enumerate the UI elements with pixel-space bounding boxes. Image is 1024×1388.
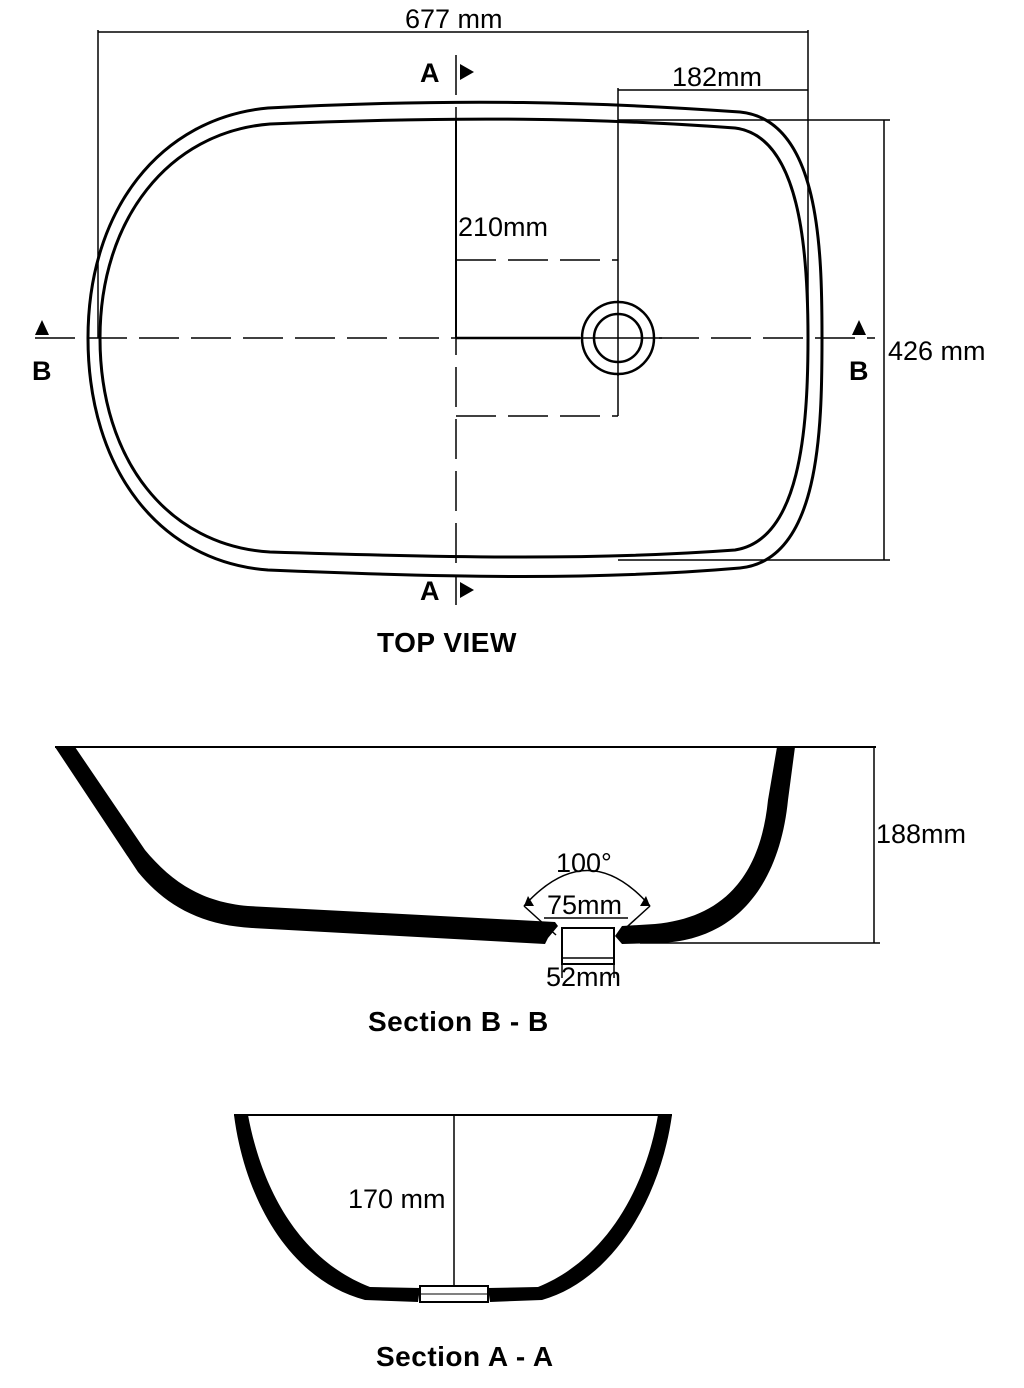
dim-170-label: 170 mm: [348, 1184, 446, 1214]
top-view: 677 mm 182mm 210mm 426 mm A A B B TOP VI…: [32, 4, 986, 658]
basin-wall-aa-left: [234, 1115, 420, 1302]
section-b-arrow-left: [35, 320, 49, 335]
dim-426-label: 426 mm: [888, 336, 986, 366]
section-a-arrow-bottom: [460, 582, 474, 598]
dim-677-label: 677 mm: [405, 4, 503, 34]
section-a-label-top: A: [420, 58, 440, 88]
basin-wall-aa-right: [488, 1115, 672, 1302]
section-a-label-bottom: A: [420, 576, 440, 606]
basin-wall-bb-right: [615, 747, 795, 944]
section-b-label-left: B: [32, 356, 52, 386]
section-b-arrow-right: [852, 320, 866, 335]
dim-angle-label: 100°: [556, 848, 612, 878]
section-b-label-right: B: [849, 356, 869, 386]
dim-188-label: 188mm: [876, 819, 966, 849]
section-b-b: 188mm 100° 75mm 52mm Section B - B: [55, 746, 966, 1037]
section-a-a: 170 mm Section A - A: [234, 1114, 672, 1372]
basin-wall-bb: [55, 747, 558, 944]
section-a-arrow-top: [460, 64, 474, 80]
dim-52-label: 52mm: [546, 962, 621, 992]
section-aa-title: Section A - A: [376, 1341, 554, 1372]
top-view-title: TOP VIEW: [377, 627, 517, 658]
dim-75-label: 75mm: [547, 890, 622, 920]
dim-182-label: 182mm: [672, 62, 762, 92]
angle-100-arc: [523, 869, 651, 907]
dim-210-label: 210mm: [458, 212, 548, 242]
section-bb-title: Section B - B: [368, 1006, 549, 1037]
